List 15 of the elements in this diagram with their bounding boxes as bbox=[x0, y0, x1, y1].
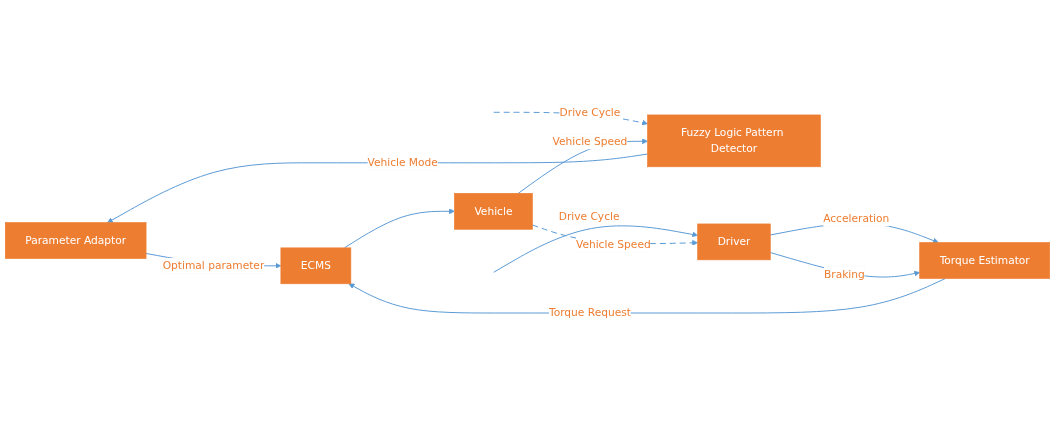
edge-label: Optimal parameter bbox=[162, 259, 265, 273]
edge-label: Torque Request bbox=[548, 306, 631, 320]
node-box: ECMS bbox=[280, 247, 352, 285]
node-box: Driver bbox=[697, 223, 771, 261]
node-box: Parameter Adaptor bbox=[5, 222, 147, 260]
node-box: Torque Estimator bbox=[919, 242, 1050, 280]
edge-label: Vehicle Speed bbox=[552, 135, 628, 148]
edge-label: Braking bbox=[824, 267, 865, 281]
edge-label: Vehicle Mode bbox=[367, 156, 438, 170]
node-box: Fuzzy Logic Pattern Detector bbox=[647, 114, 821, 168]
node-box: Vehicle bbox=[454, 193, 533, 230]
edge-label: Vehicle Speed bbox=[575, 238, 651, 251]
edge-label: Drive Cycle bbox=[558, 210, 620, 223]
edge-label: Acceleration bbox=[823, 212, 890, 225]
edge-label: Drive Cycle bbox=[559, 105, 621, 119]
